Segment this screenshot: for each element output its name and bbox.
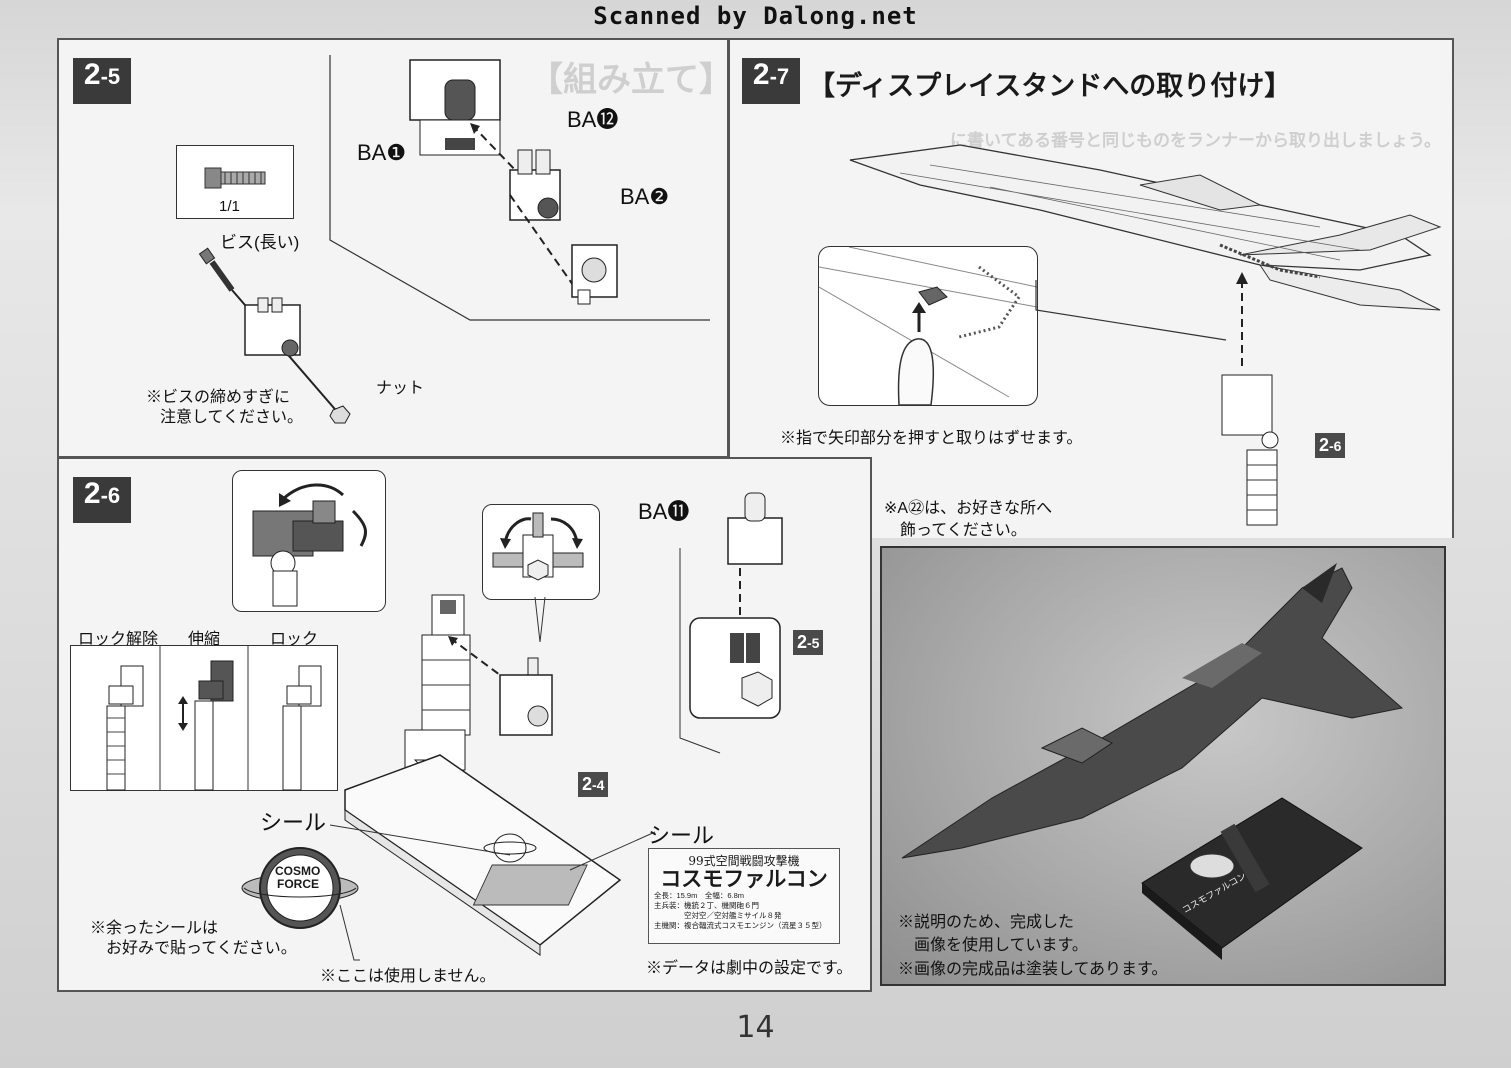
extend-label: 伸縮 — [188, 631, 221, 648]
spec-line-2: 主兵装：機銃２丁、機関砲６門 — [654, 901, 759, 910]
small-joint-block — [499, 657, 553, 736]
ba-parts-exploded-diagram — [409, 59, 618, 305]
rotate-arrows-icon — [252, 483, 367, 607]
step-badge-2-5: 2-5 — [73, 58, 131, 104]
cosmo-force-planet-icon — [241, 847, 359, 929]
screw-count-label: 1/1 — [219, 198, 240, 215]
seal-pointer-lines — [329, 824, 656, 871]
rotate-block-icon — [492, 512, 584, 581]
step-badge-2-7: 2-7 — [742, 58, 800, 104]
release-detail-inset — [818, 246, 1038, 406]
lock-diagram — [282, 665, 322, 791]
scan-watermark-banner: Scanned by Dalong.net — [593, 2, 918, 30]
screw-icon — [204, 167, 266, 189]
finger-release-note: ※指で矢印部分を押すと取りはずせます。 — [780, 430, 1083, 447]
leftover-seal-note-2: お好みで貼ってください。 — [106, 940, 297, 957]
lock-state-diagrams — [106, 646, 322, 791]
data-setting-note: ※データは劇中の設定です。 — [646, 960, 853, 977]
nut-icon — [329, 405, 351, 424]
leftover-seal-note-1: ※余ったシールは — [90, 920, 219, 937]
ghost-bleed-text-2: に書いてある番号と同じものをランナーから取り出しましょう。 — [950, 131, 1441, 151]
finished-model-image — [901, 563, 1404, 960]
cosmo-falcon-ship-drawing — [849, 144, 1442, 311]
screw-assembly-diagram — [198, 247, 351, 424]
lock-release-label: ロック解除 — [78, 631, 159, 648]
display-stand-drawing — [344, 594, 622, 956]
cosmo-text: COSMO — [275, 864, 321, 878]
inset-pointer-2 — [534, 596, 546, 643]
stand-block-icon — [244, 297, 301, 357]
rotation-detail-inset — [232, 470, 386, 612]
spec-type: 99式空間戦闘攻撃機 — [688, 854, 800, 868]
ref-badge-2-6-on-stand: 2-6 — [1315, 433, 1346, 458]
rotation-detail-inset-2 — [482, 504, 600, 600]
lock-release-diagram — [106, 665, 144, 791]
cosmo-force-emblem: COSMO FORCE UN — [238, 842, 360, 934]
ref-badge-2-4: 2-4 — [578, 772, 609, 797]
ba11-part-icon — [727, 517, 783, 565]
lock-label: ロック — [270, 631, 319, 648]
part-label-ba2: BA❷ — [620, 184, 670, 209]
spec-line-4: 主機関：複合輻流式コスモエンジン（流星３５型） — [654, 921, 827, 930]
spec-name: コスモファルコン — [660, 868, 828, 891]
part-label-ba1: BA❶ — [357, 140, 407, 165]
base-planet-emblem — [493, 833, 527, 863]
screw-long-label: ビス(長い) — [220, 233, 300, 252]
seal-label-right: シール — [648, 823, 715, 848]
seal-label-left: シール — [260, 810, 327, 835]
un-text: UN — [290, 906, 308, 920]
ghost-bleed-text: 【組み立て】 — [529, 60, 729, 100]
spec-plate: 99式空間戦闘攻撃機 コスモファルコン 全長：15.9m 全幅：6.8m 主兵装… — [648, 848, 840, 944]
ba2-part-icon — [571, 244, 618, 305]
a22-note-line-1: ※A㉒は、お好きな所へ — [884, 500, 1053, 517]
part-label-ba12: BA⓬ — [567, 107, 619, 132]
inset-pointer-line — [1035, 280, 1227, 341]
ref-badge-2-5: 2-5 — [793, 630, 824, 655]
nut-label: ナット — [376, 380, 425, 397]
ba11-assembly-diagram — [679, 492, 783, 754]
step-2-7-title: 【ディスプレイスタンドへの取り付け】 — [808, 71, 1292, 102]
photo-note-3: ※画像の完成品は塗装してあります。 — [898, 961, 1168, 978]
base-seal-rect — [472, 864, 588, 906]
screw-count-box: 1/1 — [176, 145, 294, 219]
ba12-part-icon — [509, 149, 561, 221]
ba1-part-icon — [409, 59, 501, 156]
photo-note-2: 画像を使用しています。 — [914, 937, 1088, 954]
step-badge-2-6: 2-6 — [73, 477, 131, 523]
screw-tighten-note-2: 注意してください。 — [160, 409, 304, 426]
part-label-ba11: BA⓫ — [638, 499, 690, 524]
lock-states-strip — [70, 645, 338, 791]
panel-divider-lines — [329, 55, 710, 321]
finger-press-icon — [819, 247, 1037, 405]
screw-tighten-note-1: ※ビスの締めすぎに — [146, 389, 291, 406]
force-text: FORCE — [277, 877, 319, 891]
long-screw-icon — [198, 247, 235, 292]
finished-model-photo: コスモファルコン — [880, 546, 1446, 986]
stand-arm-drawing — [1221, 272, 1279, 526]
page-number: 14 — [736, 1010, 775, 1045]
extend-diagram — [178, 660, 234, 791]
photo-note-1: ※説明のため、完成した — [898, 914, 1075, 931]
spec-line-3: 空対空／空対艦ミサイル８発 — [654, 911, 782, 920]
photo-ship — [901, 567, 1404, 859]
unused-pointer-line — [339, 904, 360, 961]
spec-line-1: 全長：15.9m 全幅：6.8m — [654, 891, 745, 900]
unused-area-note: ※ここは使用しません。 — [320, 968, 496, 985]
a22-note-line-2: 飾ってください。 — [900, 522, 1027, 539]
